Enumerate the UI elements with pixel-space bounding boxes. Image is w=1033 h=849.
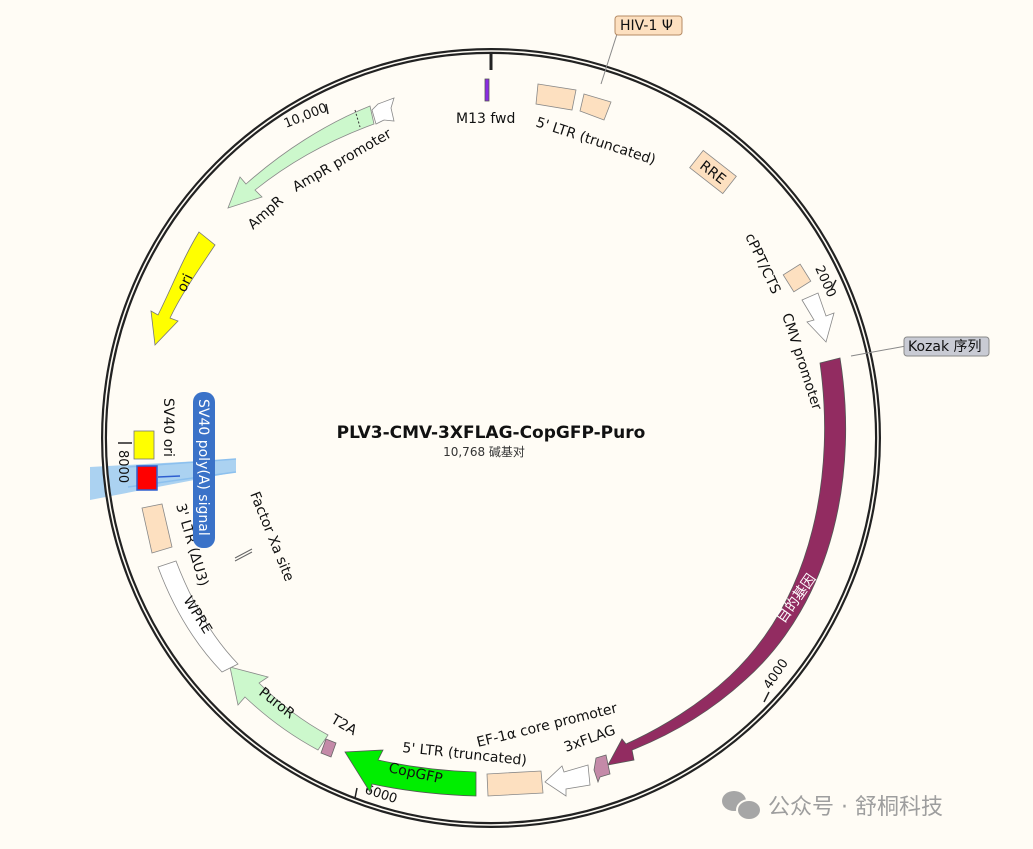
- sv40-polya-label-pill[interactable]: SV40 poly(A) signal: [193, 392, 215, 548]
- ampr-feature[interactable]: [227, 105, 375, 209]
- hiv-psi-callout[interactable]: [614, 15, 683, 36]
- cppt-label: cPPT/CTS: [741, 231, 783, 297]
- sv40-polya-label: SV40 poly(A) signal: [195, 399, 211, 536]
- kozak-callout[interactable]: [903, 336, 990, 357]
- watermark: 公众号 · 舒桐科技: [722, 789, 943, 821]
- kozak-label: Kozak 序列: [908, 339, 982, 355]
- t2a-label: T2A: [327, 711, 360, 739]
- wpre-feature[interactable]: [157, 560, 239, 673]
- sv40-ori-label: SV40 ori: [160, 398, 176, 457]
- m13-fwd-label: M13 fwd: [456, 111, 515, 127]
- wechat-icon: [722, 791, 762, 821]
- plasmid-name: PLV3-CMV-3XFLAG-CopGFP-Puro: [337, 423, 646, 443]
- copgfp-feature[interactable]: [344, 749, 477, 797]
- hiv-psi-label: HIV-1 Ψ: [620, 18, 673, 34]
- hiv-psi-feature[interactable]: [579, 93, 612, 121]
- ltr5-top-feature[interactable]: [535, 83, 577, 111]
- sv40-ori-feature[interactable]: [133, 430, 155, 460]
- gene-of-interest-feature[interactable]: [607, 357, 847, 766]
- tick-8000: 8000: [115, 450, 130, 483]
- ori-feature[interactable]: [150, 231, 216, 346]
- ori-label: ori: [174, 271, 196, 294]
- flag-feature[interactable]: [593, 754, 611, 784]
- cmv-promoter-feature[interactable]: [801, 292, 835, 343]
- cppt-feature[interactable]: [782, 263, 812, 293]
- ltr5-top-label: 5' LTR (truncated): [534, 115, 658, 169]
- ltr5-bottom-feature[interactable]: [486, 770, 544, 797]
- factor-xa-label: Factor Xa site: [246, 490, 297, 584]
- puror-feature[interactable]: [229, 666, 329, 751]
- sv40-polya-feature[interactable]: [136, 465, 158, 491]
- rre-feature[interactable]: RRE: [689, 149, 737, 195]
- ef1a-promoter-feature[interactable]: [544, 764, 591, 797]
- ltr5-bottom-label: 5' LTR (truncated): [402, 740, 528, 769]
- t2a-feature[interactable]: [320, 738, 337, 758]
- watermark-text: 公众号 · 舒桐科技: [768, 795, 943, 820]
- ltr3-feature[interactable]: [141, 503, 173, 554]
- m13-fwd-primer[interactable]: [484, 78, 490, 102]
- ampr-promoter-feature[interactable]: [371, 97, 395, 125]
- plasmid-length: 10,768 碱基对: [443, 445, 525, 459]
